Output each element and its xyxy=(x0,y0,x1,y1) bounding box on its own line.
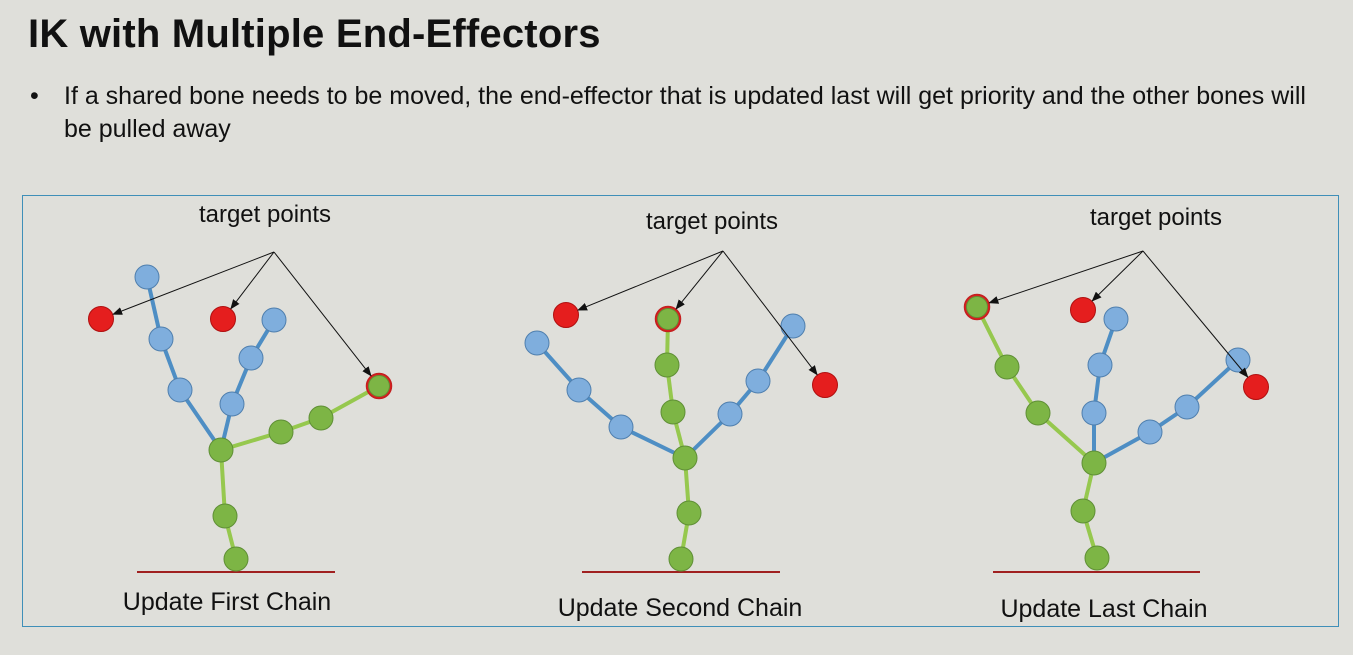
blue-joint xyxy=(261,307,287,333)
target-point xyxy=(1243,374,1269,400)
green-joint xyxy=(994,354,1020,380)
target-arrow xyxy=(988,250,1144,304)
bullet-point: • If a shared bone needs to be moved, th… xyxy=(28,80,1318,146)
green-joint xyxy=(660,399,686,425)
green-joint xyxy=(208,437,234,463)
panel-caption: Update Second Chain xyxy=(558,594,803,622)
target-points-label: target points xyxy=(199,201,331,228)
green-joint xyxy=(654,352,680,378)
target-arrow xyxy=(675,250,724,310)
green-joint xyxy=(1025,400,1051,426)
green-joint xyxy=(268,419,294,445)
green-joint xyxy=(212,503,238,529)
green-joint xyxy=(1070,498,1096,524)
blue-joint xyxy=(524,330,550,356)
blue-joint xyxy=(608,414,634,440)
target-arrow xyxy=(1142,250,1249,378)
green-joint xyxy=(308,405,334,431)
target-ring xyxy=(654,305,682,333)
panel-caption: Update First Chain xyxy=(123,588,331,616)
blue-joint xyxy=(780,313,806,339)
blue-joint xyxy=(1225,347,1251,373)
green-joint xyxy=(672,445,698,471)
blue-joint xyxy=(1137,419,1163,445)
panel-caption: Update Last Chain xyxy=(1000,595,1207,623)
target-arrow xyxy=(1091,250,1144,302)
target-ring xyxy=(365,372,393,400)
target-arrow xyxy=(722,250,818,376)
target-point xyxy=(210,306,236,332)
bullet-text: If a shared bone needs to be moved, the … xyxy=(64,82,1306,143)
blue-joint xyxy=(566,377,592,403)
green-bone xyxy=(1036,411,1096,465)
slide-title: IK with Multiple End-Effectors xyxy=(28,12,601,56)
target-arrow xyxy=(112,251,275,315)
target-point xyxy=(1070,297,1096,323)
target-point xyxy=(812,372,838,398)
target-arrow xyxy=(230,251,275,310)
blue-joint xyxy=(219,391,245,417)
green-joint xyxy=(657,308,679,330)
green-joint xyxy=(1084,545,1110,571)
green-joint xyxy=(223,546,249,572)
figure-frame xyxy=(22,195,1339,627)
blue-joint xyxy=(1087,352,1113,378)
target-points-label: target points xyxy=(1090,204,1222,231)
blue-joint xyxy=(167,377,193,403)
target-point xyxy=(553,302,579,328)
green-joint xyxy=(966,296,988,318)
target-ring xyxy=(963,293,991,321)
blue-joint xyxy=(148,326,174,352)
blue-joint xyxy=(1081,400,1107,426)
green-joint xyxy=(668,546,694,572)
green-joint xyxy=(368,375,390,397)
target-arrow xyxy=(273,251,372,377)
target-point xyxy=(88,306,114,332)
target-points-label: target points xyxy=(646,208,778,235)
green-joint xyxy=(1081,450,1107,476)
blue-joint xyxy=(238,345,264,371)
blue-joint xyxy=(1103,306,1129,332)
blue-joint xyxy=(717,401,743,427)
target-arrow xyxy=(577,250,724,311)
blue-joint xyxy=(134,264,160,290)
bullet-dot-icon: • xyxy=(30,82,39,110)
blue-joint xyxy=(745,368,771,394)
blue-joint xyxy=(1174,394,1200,420)
green-joint xyxy=(676,500,702,526)
